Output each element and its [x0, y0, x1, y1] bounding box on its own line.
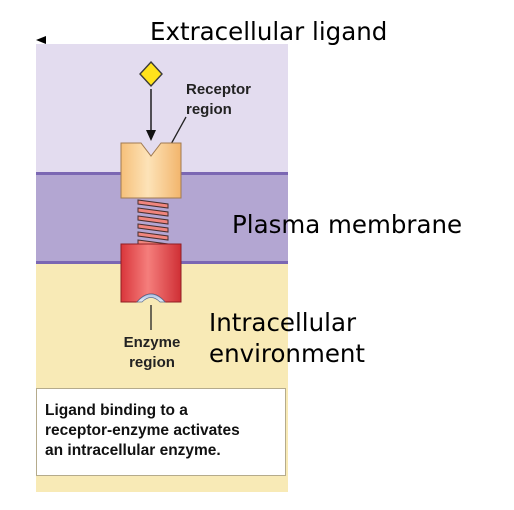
- caption-line-1: Ligand binding to a: [45, 402, 188, 419]
- intracellular-label-line-2: environment: [209, 339, 366, 368]
- receptor-label-line-2: region: [186, 101, 232, 118]
- receptor-label-line-1: Receptor: [186, 81, 252, 98]
- caption-line-2: receptor-enzyme activates: [45, 422, 240, 439]
- receptor-block: [120, 142, 182, 199]
- enzyme-label-line-2: region: [129, 354, 175, 371]
- panel-corner-mark: [36, 36, 46, 44]
- enzyme-label-line-1: Enzyme: [123, 334, 181, 351]
- enzyme-block: [120, 243, 182, 303]
- enzyme-region-label: Enzyme region: [120, 333, 184, 373]
- plasma-membrane-label: Plasma membrane: [232, 210, 463, 239]
- receptor-leader-line: [169, 116, 187, 147]
- transmembrane-helix: [137, 199, 169, 249]
- receptor-region-label: Receptor region: [186, 80, 251, 120]
- ligand-arrow-head: [146, 130, 156, 141]
- intracellular-environment-label: Intracellular environment: [209, 307, 365, 369]
- extracellular-ligand-label: Extracellular ligand: [150, 17, 388, 46]
- enzyme-active-site: [136, 293, 166, 303]
- caption-line-3: an intracellular enzyme.: [45, 442, 221, 459]
- caption-box: Ligand binding to a receptor-enzyme acti…: [36, 388, 286, 476]
- intracellular-label-line-1: Intracellular: [209, 308, 357, 337]
- ligand-diamond: [139, 60, 163, 88]
